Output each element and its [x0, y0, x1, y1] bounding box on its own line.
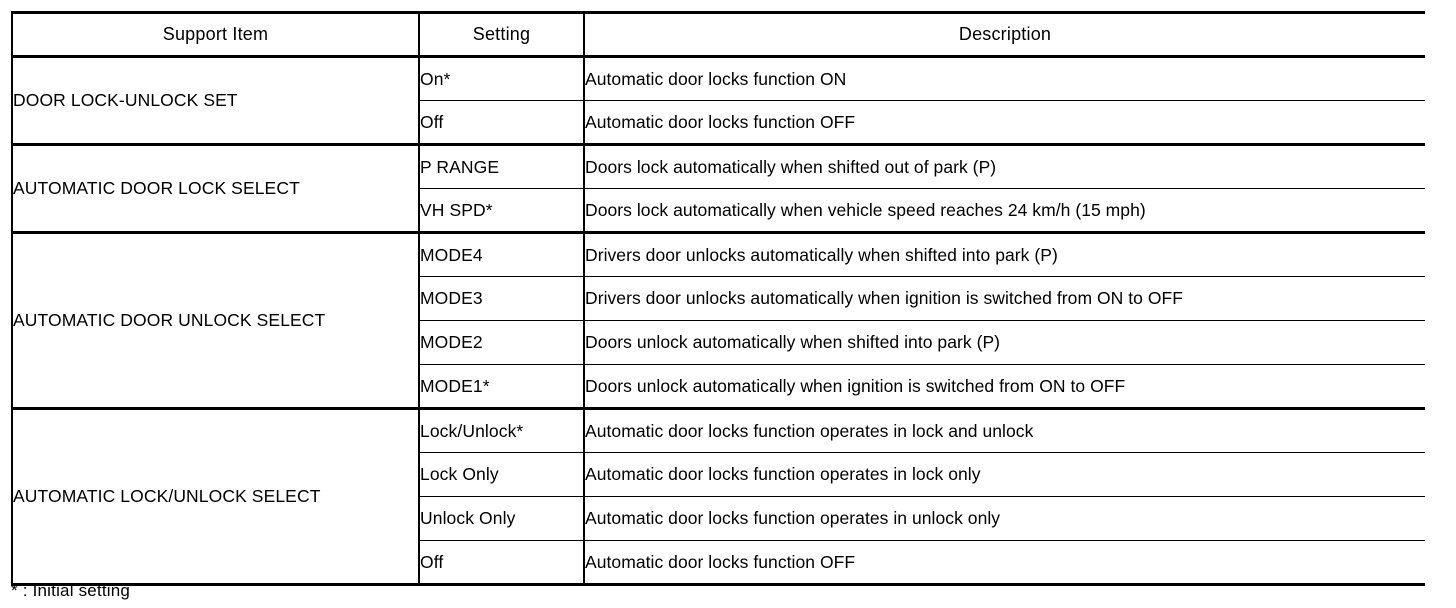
- setting-value: P RANGE: [419, 144, 585, 189]
- header-row: Support Item Setting Description: [11, 11, 1425, 58]
- setting-value: Off: [419, 100, 585, 146]
- description-value: Doors lock automatically when vehicle sp…: [584, 188, 1425, 234]
- setting-value: Lock Only: [419, 452, 585, 497]
- support-item-label: AUTOMATIC LOCK/UNLOCK SELECT: [11, 408, 420, 586]
- description-value: Automatic door locks function OFF: [584, 100, 1425, 146]
- setting-value: MODE3: [419, 276, 585, 321]
- table-body: DOOR LOCK-UNLOCK SET On* Automatic door …: [11, 56, 1425, 586]
- table-row: AUTOMATIC LOCK/UNLOCK SELECT Lock/Unlock…: [11, 408, 1425, 586]
- table-row: MODE2 Doors unlock automatically when sh…: [12, 320, 1425, 365]
- table-row: MODE3 Drivers door unlocks automatically…: [12, 276, 1425, 321]
- description-value: Drivers door unlocks automatically when …: [584, 232, 1425, 277]
- table-header: Support Item Setting Description: [11, 11, 1425, 58]
- table-row: Off Automatic door locks function OFF: [12, 540, 1425, 586]
- description-value: Automatic door locks function operates i…: [584, 452, 1425, 497]
- setting-value: Off: [419, 540, 585, 586]
- setting-value: VH SPD*: [419, 188, 585, 234]
- table-row: VH SPD* Doors lock automatically when ve…: [12, 188, 1425, 234]
- table-row: Off Automatic door locks function OFF: [12, 100, 1425, 146]
- support-item-label: DOOR LOCK-UNLOCK SET: [11, 56, 420, 146]
- table-row: Unlock Only Automatic door locks functio…: [12, 496, 1425, 541]
- settings-table-container: Support Item Setting Description DOOR LO…: [11, 11, 1425, 586]
- description-value: Automatic door locks function operates i…: [584, 408, 1425, 453]
- setting-value: MODE1*: [419, 364, 585, 410]
- setting-value: Lock/Unlock*: [419, 408, 585, 453]
- description-value: Doors lock automatically when shifted ou…: [584, 144, 1425, 189]
- column-header-description: Description: [584, 11, 1425, 58]
- initial-setting-footnote: * : Initial setting: [11, 581, 131, 600]
- description-value: Doors unlock automatically when shifted …: [584, 320, 1425, 365]
- table-row: AUTOMATIC DOOR UNLOCK SELECT MODE4 Drive…: [11, 232, 1425, 410]
- description-value: Automatic door locks function operates i…: [584, 496, 1425, 541]
- description-value: Doors unlock automatically when ignition…: [584, 364, 1425, 410]
- setting-value: Unlock Only: [419, 496, 585, 541]
- setting-value: MODE4: [419, 232, 585, 277]
- description-value: Drivers door unlocks automatically when …: [584, 276, 1425, 321]
- table-row: DOOR LOCK-UNLOCK SET On* Automatic door …: [11, 56, 1425, 146]
- column-header-setting: Setting: [419, 11, 585, 58]
- setting-value: On*: [419, 56, 585, 101]
- table-row: Lock Only Automatic door locks function …: [12, 452, 1425, 497]
- support-item-label: AUTOMATIC DOOR LOCK SELECT: [11, 144, 420, 234]
- table-row: MODE1* Doors unlock automatically when i…: [12, 364, 1425, 410]
- column-header-support-item: Support Item: [11, 11, 420, 58]
- table-row: AUTOMATIC DOOR LOCK SELECT P RANGE Doors…: [11, 144, 1425, 234]
- setting-value: MODE2: [419, 320, 585, 365]
- description-value: Automatic door locks function OFF: [584, 540, 1425, 586]
- support-item-settings-table: Support Item Setting Description DOOR LO…: [11, 11, 1425, 586]
- description-value: Automatic door locks function ON: [584, 56, 1425, 101]
- support-item-label: AUTOMATIC DOOR UNLOCK SELECT: [11, 232, 420, 410]
